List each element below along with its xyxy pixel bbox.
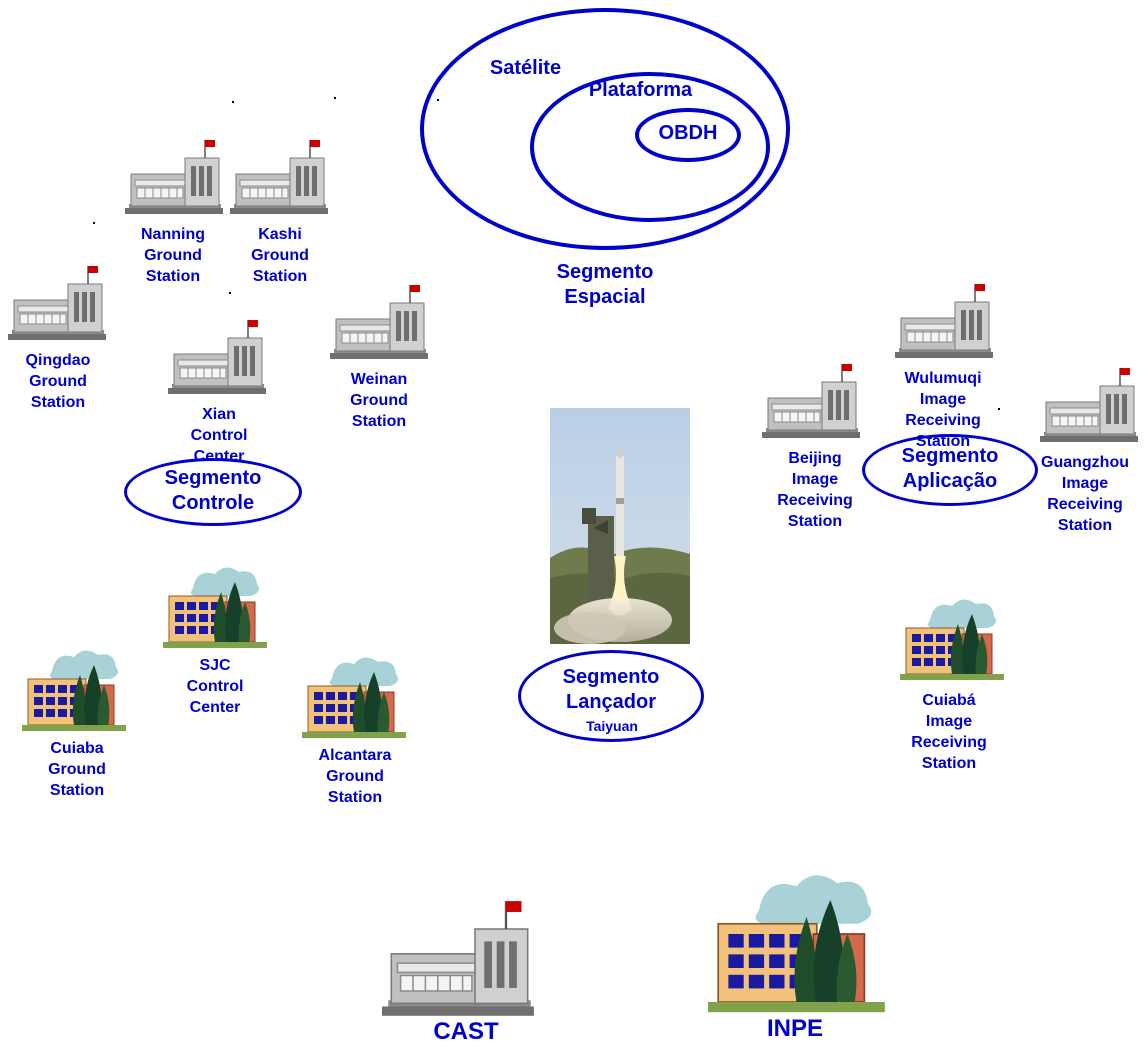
stray-dot (437, 99, 439, 101)
guangzhou-building-icon (1040, 366, 1138, 449)
sjc-building-icon (163, 562, 267, 657)
platform-label: Plataforma (588, 79, 693, 101)
sjc-control-center-label: SJC Control Center (186, 657, 244, 716)
cast-label: CAST (433, 1018, 499, 1045)
weinan-building-icon (330, 283, 428, 366)
satellite-ellipse (420, 8, 790, 250)
stray-dot (232, 101, 234, 103)
launcher-site-label: Taiyuan (586, 718, 638, 734)
launcher-segment-title: Segmento Lançador (562, 666, 660, 713)
stray-dot (998, 408, 1000, 410)
xian-building-icon (168, 318, 266, 401)
inpe-label: INPE (766, 1015, 823, 1042)
kashi-station-label: Kashi Ground Station (251, 226, 309, 285)
beijing-station-label: Beijing Image Receiving Station (777, 450, 853, 530)
cast-building-icon (382, 898, 534, 1024)
control-segment-ellipse (124, 458, 302, 526)
cuiaba-building-icon (22, 645, 126, 740)
guangzhou-station-label: Guangzhou Image Receiving Station (1041, 454, 1129, 534)
qingdao-station-label: Qingdao Ground Station (25, 352, 91, 411)
alcantara-station-label: Alcantara Ground Station (318, 747, 392, 806)
obdh-ellipse (635, 108, 741, 162)
cuiaba-image-station-label: Cuiabá Image Receiving Station (911, 692, 987, 772)
application-segment-title: Segmento Aplicação (901, 445, 999, 492)
nanning-building-icon (125, 138, 223, 221)
platform-ellipse (530, 72, 770, 222)
launcher-segment-ellipse (518, 650, 704, 742)
application-segment-ellipse (862, 434, 1038, 506)
obdh-label: OBDH (658, 122, 718, 144)
stray-dot (93, 222, 95, 224)
inpe-building-icon (708, 866, 885, 1024)
qingdao-building-icon (8, 264, 106, 347)
space-segment-title: Segmento Espacial (556, 261, 654, 308)
weinan-station-label: Weinan Ground Station (350, 371, 408, 430)
nanning-station-label: Nanning Ground Station (141, 226, 205, 285)
stray-dot (334, 97, 336, 99)
stray-dot (229, 292, 231, 294)
alcantara-building-icon (302, 652, 406, 747)
satellite-label: Satélite (489, 57, 562, 79)
wulumuqi-building-icon (895, 282, 993, 365)
cuiaba-station-label: Cuiaba Ground Station (48, 740, 106, 799)
beijing-building-icon (762, 362, 860, 445)
control-segment-title: Segmento Controle (164, 467, 262, 514)
kashi-building-icon (230, 138, 328, 221)
rocket-launch-photo (550, 408, 690, 644)
cuiaba-image-building-icon (900, 594, 1004, 689)
